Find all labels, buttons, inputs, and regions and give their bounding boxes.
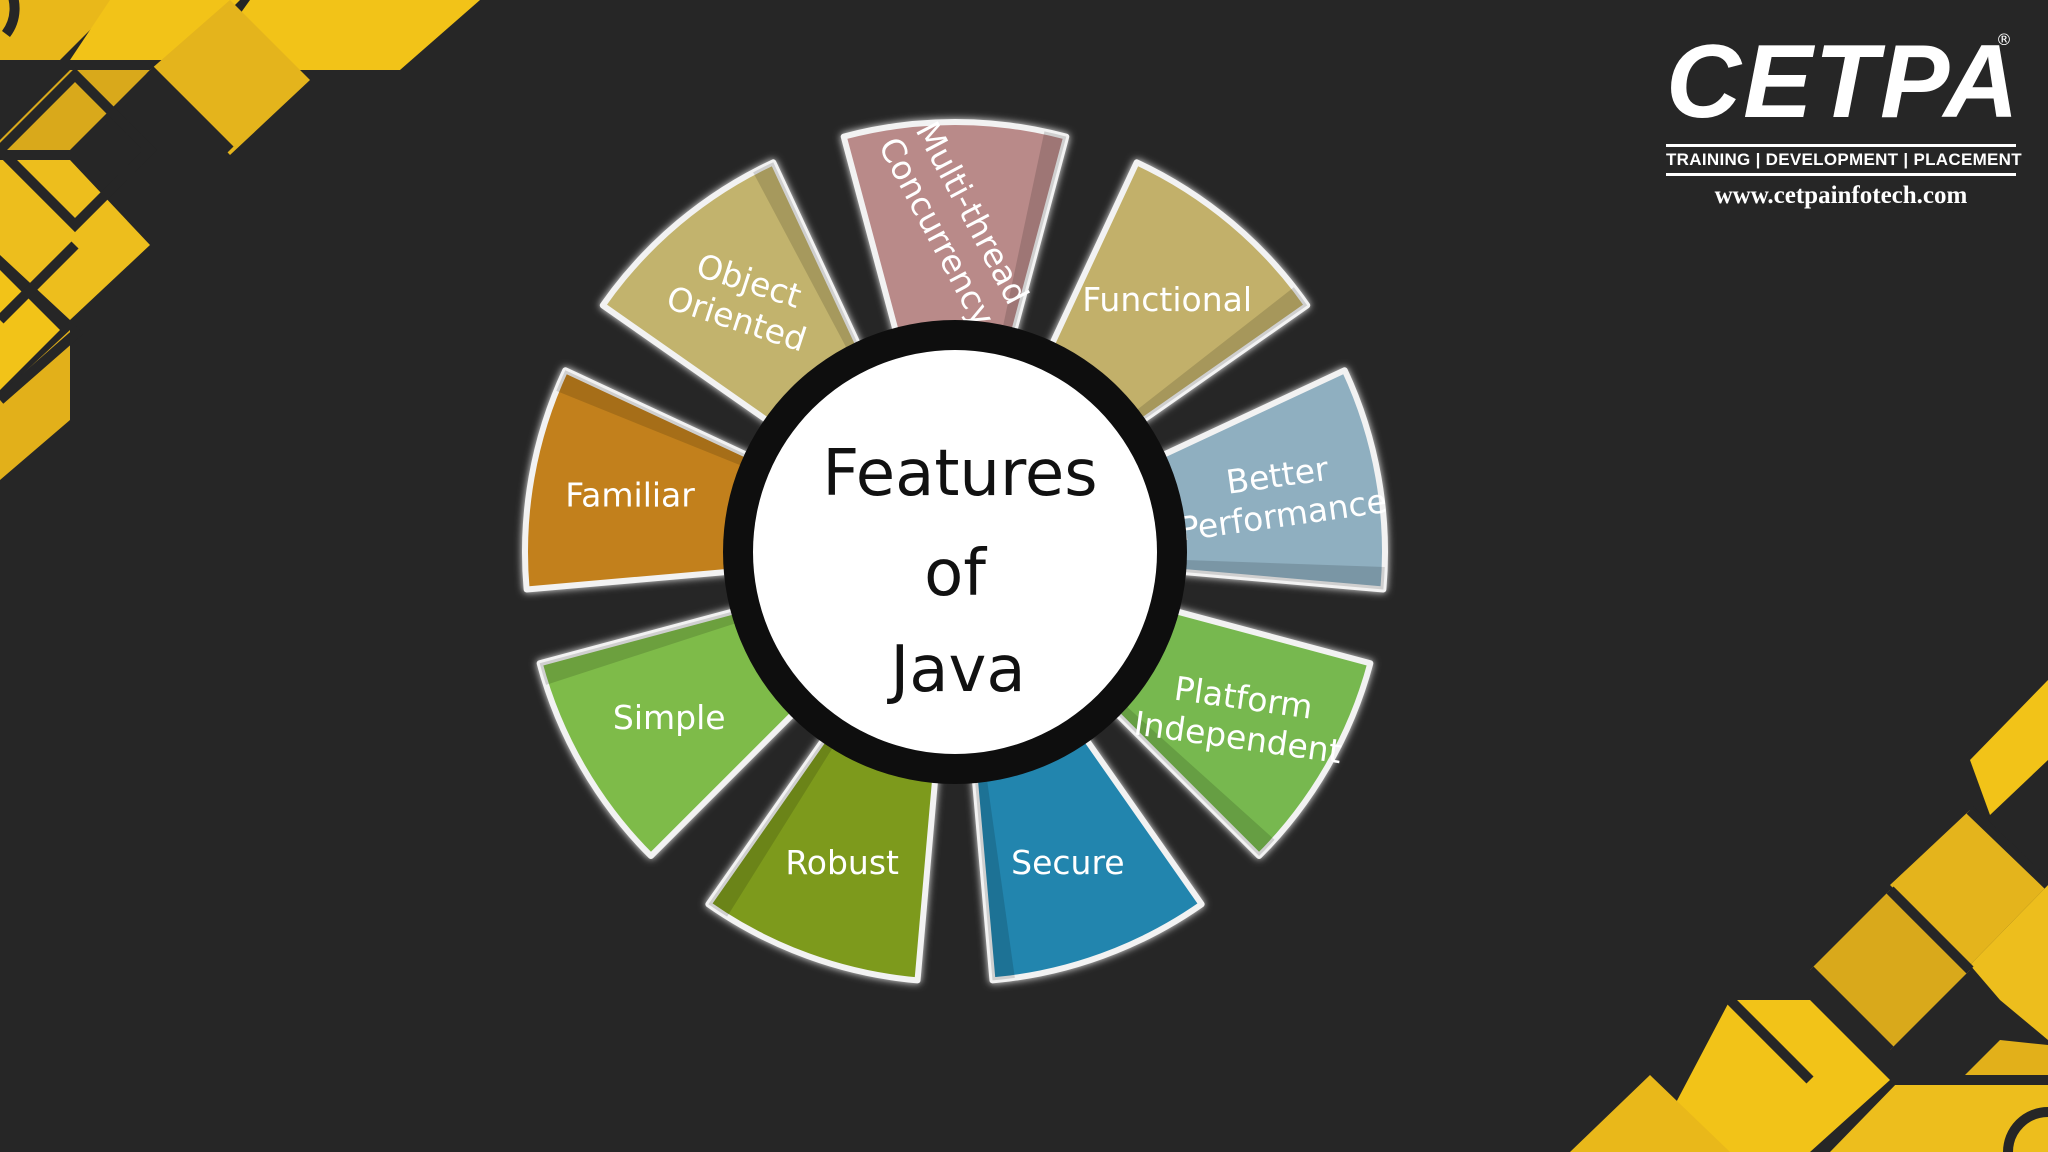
petal-shade-robust <box>708 719 847 917</box>
brand-tagline: TRAINING | DEVELOPMENT | PLACEMENT <box>1666 144 2022 176</box>
brand-logo: CETPA ® TRAINING | DEVELOPMENT | PLACEME… <box>1666 24 2022 210</box>
petal-label-functional: Functional <box>1082 280 1252 319</box>
petal-shade-multi-thread <box>997 131 1067 354</box>
bottom-right-geometric-pattern <box>1570 680 2048 1152</box>
registered-mark: ® <box>1996 30 2012 49</box>
petal-shade-object-oriented <box>753 162 869 371</box>
center-title-line-3: Java <box>886 633 1025 707</box>
petal-label-line: Functional <box>1082 280 1252 319</box>
petal-label-robust: Robust <box>785 843 899 882</box>
top-left-geometric-pattern <box>0 0 480 480</box>
center-title-line-1: Features <box>822 437 1097 511</box>
petal-shade-platform-independent <box>1099 689 1275 857</box>
petal-label-line: Secure <box>1011 843 1124 882</box>
brand-url: www.cetpainfotech.com <box>1714 182 1968 209</box>
petal-shade-secure <box>972 755 1015 981</box>
brand-name: CETPA <box>1666 24 2021 140</box>
petal-label-line: Simple <box>613 698 726 737</box>
petal-label-line: Familiar <box>565 475 695 514</box>
petal-label-familiar: Familiar <box>565 475 695 514</box>
petal-shade-simple <box>539 605 761 685</box>
center-hub: Features of Java <box>723 320 1187 784</box>
petal-shade-better-performance <box>1159 559 1385 590</box>
petal-label-simple: Simple <box>613 698 726 737</box>
hub-face <box>753 350 1157 754</box>
petal-label-line: Robust <box>785 843 899 882</box>
center-title-line-2: of <box>924 537 987 611</box>
petal-shade-familiar <box>556 370 770 476</box>
petal-label-secure: Secure <box>1011 843 1124 882</box>
petal-shade-functional <box>1116 287 1308 435</box>
